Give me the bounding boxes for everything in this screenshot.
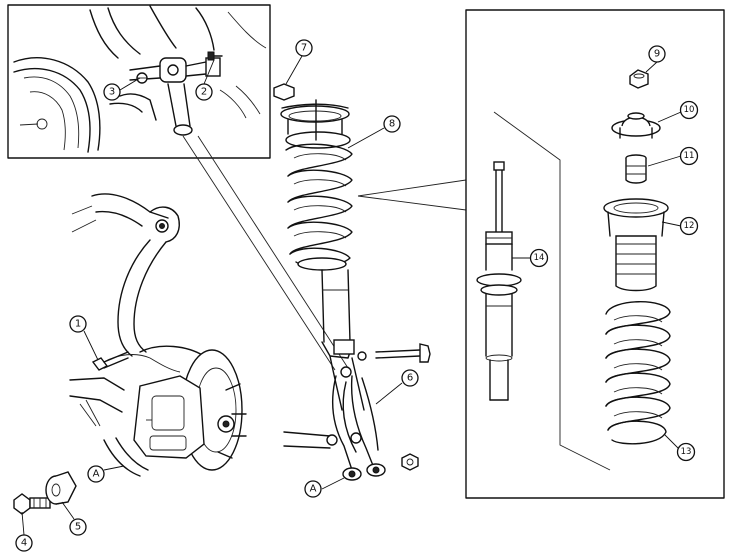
callout-5: 5: [69, 518, 87, 536]
coil-spring-assembled: [285, 143, 353, 267]
svg-text:2: 2: [201, 87, 207, 98]
callout-13: 13: [676, 442, 696, 462]
nut-9: [629, 69, 649, 89]
svg-text:A: A: [310, 484, 317, 495]
strut-fork-6: [332, 375, 386, 481]
bolt-4: [13, 493, 51, 515]
explosion-leaders: [357, 179, 467, 211]
bolt-1: [91, 351, 129, 371]
svg-text:3: 3: [109, 87, 115, 98]
svg-text:10: 10: [684, 105, 695, 115]
callout-10: 10: [679, 100, 699, 120]
svg-text:12: 12: [684, 221, 695, 231]
dust-boot-12: [603, 198, 669, 292]
bushing-5: [45, 471, 77, 505]
callout-1: 1: [69, 315, 87, 333]
svg-text:13: 13: [681, 447, 692, 457]
svg-text:8: 8: [389, 119, 395, 130]
top-mount-10: [611, 112, 661, 139]
callout-a-strut: A: [304, 480, 322, 498]
assembled-strut: [273, 83, 431, 481]
callout-7: 7: [295, 39, 313, 57]
svg-text:4: 4: [21, 538, 27, 549]
callout-leaders: [21, 55, 682, 536]
callout-9: 9: [648, 45, 666, 63]
svg-text:1: 1: [75, 319, 81, 330]
callout-2: 2: [195, 83, 213, 101]
bump-stop-11: [625, 154, 647, 184]
svg-text:6: 6: [407, 373, 413, 384]
callout-a-knuckle: A: [87, 465, 105, 483]
shock-absorber-14: [476, 161, 522, 401]
svg-text:14: 14: [534, 253, 545, 263]
svg-text:11: 11: [684, 151, 695, 161]
svg-text:5: 5: [75, 522, 81, 533]
svg-text:A: A: [93, 469, 100, 480]
callout-12: 12: [679, 216, 699, 236]
callout-8: 8: [383, 115, 401, 133]
detail-inset: [7, 4, 271, 159]
coil-spring-13: [605, 301, 671, 445]
callout-11: 11: [679, 146, 699, 166]
svg-text:9: 9: [654, 49, 660, 60]
svg-text:7: 7: [301, 43, 307, 54]
callout-4: 4: [15, 534, 33, 552]
callout-3: 3: [103, 83, 121, 101]
callout-6: 6: [401, 369, 419, 387]
exploded-view-box: [465, 9, 725, 499]
callout-14: 14: [529, 248, 549, 268]
knuckle-assembly: [13, 193, 247, 515]
